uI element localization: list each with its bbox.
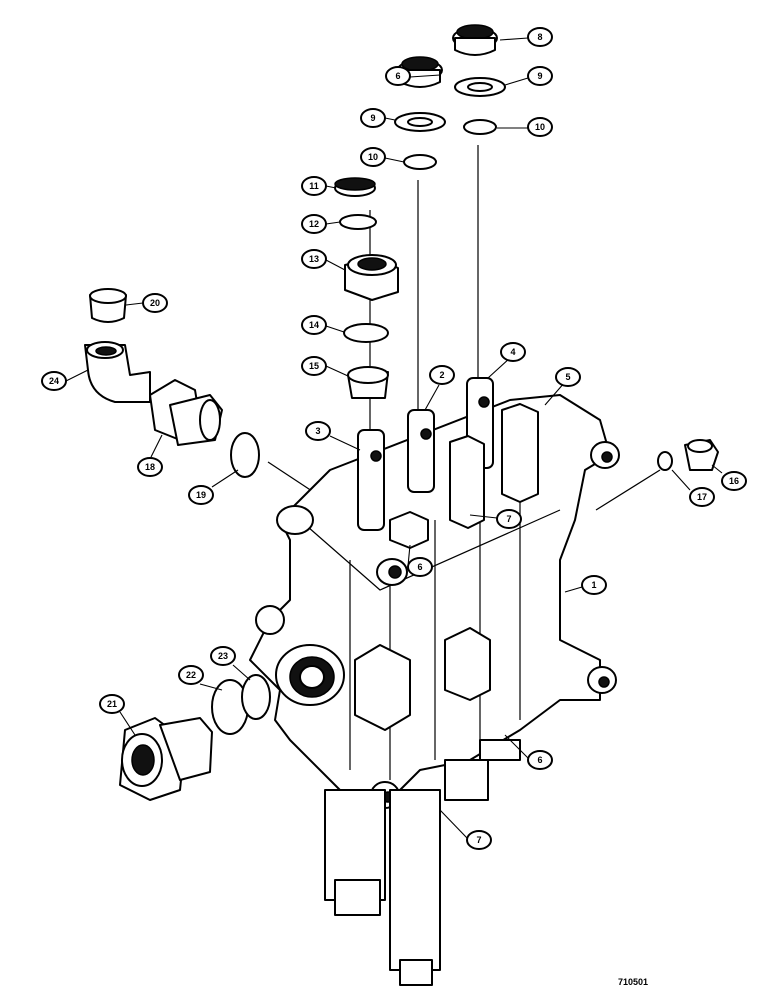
svg-text:20: 20 (150, 298, 160, 308)
svg-text:10: 10 (368, 152, 378, 162)
valve-assembly-illustration (84, 24, 719, 986)
callout-19: 19 (188, 485, 214, 505)
svg-text:12: 12 (309, 219, 319, 229)
drawing-code: 710501 (618, 977, 648, 987)
callout-11: 11 (301, 176, 327, 196)
svg-text:16: 16 (729, 476, 739, 486)
callout-20: 20 (142, 293, 168, 313)
callout-12: 12 (301, 214, 327, 234)
callout-9-right: 9 (527, 66, 553, 86)
callout-6-middle: 6 (407, 557, 433, 577)
svg-text:3: 3 (315, 426, 320, 436)
callout-leaders (65, 37, 723, 839)
svg-text:17: 17 (697, 492, 707, 502)
svg-text:1: 1 (591, 580, 596, 590)
callout-9-left: 9 (360, 108, 386, 128)
callout-14: 14 (301, 315, 327, 335)
svg-text:18: 18 (145, 462, 155, 472)
callout-10-left: 10 (360, 147, 386, 167)
svg-text:13: 13 (309, 254, 319, 264)
callout-7-upper: 7 (496, 509, 522, 529)
svg-text:4: 4 (510, 347, 515, 357)
callout-6-lower: 6 (527, 750, 553, 770)
svg-text:7: 7 (476, 835, 481, 845)
callout-6-upper: 6 (385, 66, 411, 86)
svg-text:11: 11 (309, 181, 319, 191)
callout-16: 16 (721, 471, 747, 491)
callout-1: 1 (581, 575, 607, 595)
callouts: 1 2 3 4 5 6 6 6 7 7 7 8 9 9 10 10 11 12 … (41, 27, 747, 850)
callout-3: 3 (305, 421, 331, 441)
callout-18: 18 (137, 457, 163, 477)
svg-text:6: 6 (395, 71, 400, 81)
svg-text:7: 7 (506, 514, 511, 524)
callout-8: 8 (527, 27, 553, 47)
svg-text:24: 24 (49, 376, 59, 386)
svg-text:15: 15 (309, 361, 319, 371)
callout-23: 23 (210, 646, 236, 666)
svg-text:10: 10 (535, 122, 545, 132)
svg-text:23: 23 (218, 651, 228, 661)
callout-22: 22 (178, 665, 204, 685)
callout-2: 2 (429, 365, 455, 385)
callout-17: 17 (689, 487, 715, 507)
svg-text:9: 9 (537, 71, 542, 81)
svg-text:9: 9 (370, 113, 375, 123)
callout-21: 21 (99, 694, 125, 714)
callout-13: 13 (301, 249, 327, 269)
svg-text:2: 2 (439, 370, 444, 380)
svg-text:21: 21 (107, 699, 117, 709)
callout-7-lower: 7 (466, 830, 492, 850)
svg-text:5: 5 (565, 372, 570, 382)
svg-text:14: 14 (309, 320, 319, 330)
callout-15: 15 (301, 356, 327, 376)
callout-24: 24 (41, 371, 67, 391)
svg-text:6: 6 (417, 562, 422, 572)
callout-5: 5 (555, 367, 581, 387)
svg-text:8: 8 (537, 32, 542, 42)
svg-text:6: 6 (537, 755, 542, 765)
svg-text:19: 19 (196, 490, 206, 500)
svg-text:22: 22 (186, 670, 196, 680)
callout-10-right: 10 (527, 117, 553, 137)
callout-4: 4 (500, 342, 526, 362)
